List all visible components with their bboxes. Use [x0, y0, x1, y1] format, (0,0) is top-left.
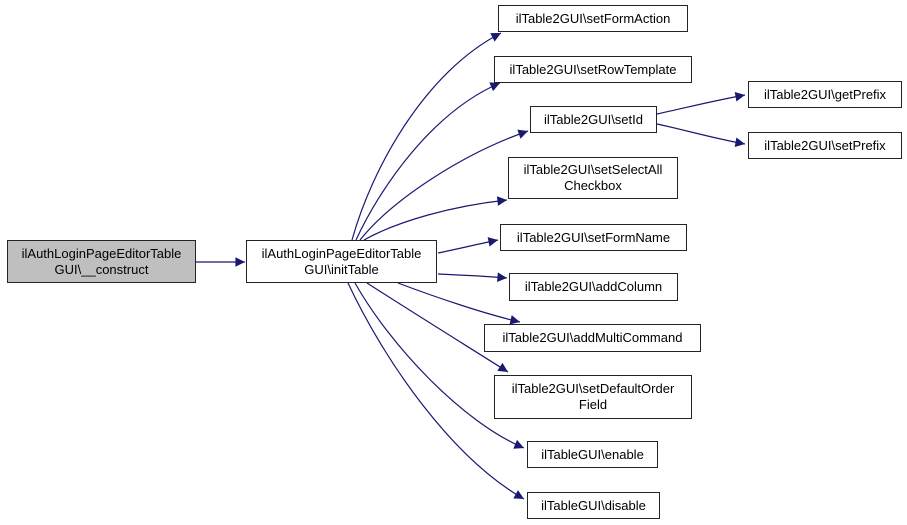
edge-inittable-setid	[359, 129, 529, 241]
node-iltable2gui-setprefix[interactable]: ilTable2GUI\setPrefix	[748, 132, 902, 159]
node-iltable2gui-getprefix[interactable]: ilTable2GUI\getPrefix	[748, 81, 902, 108]
edge-inittable-addmulticommand	[397, 282, 521, 325]
edge-setid-getprefix	[656, 91, 746, 115]
edge-setid-setprefix	[656, 123, 746, 148]
node-iltable2gui-addcolumn[interactable]: ilTable2GUI\addColumn	[509, 273, 678, 301]
node-iltable2gui-setformaction[interactable]: ilTable2GUI\setFormAction	[498, 5, 688, 32]
edge-inittable-setselectallcheckbox	[363, 196, 508, 241]
node-ilauthloginpageeditortablegui-construct: ilAuthLoginPageEditorTable GUI\__constru…	[7, 240, 196, 283]
node-iltable2gui-setrowtemplate[interactable]: ilTable2GUI\setRowTemplate	[494, 56, 692, 83]
node-iltablegui-enable[interactable]: ilTableGUI\enable	[527, 441, 658, 468]
node-iltable2gui-setselectallcheckbox[interactable]: ilTable2GUI\setSelectAll Checkbox	[508, 157, 678, 199]
edge-inittable-setformname	[437, 237, 499, 254]
edge-inittable-setrowtemplate	[355, 82, 501, 241]
edge-inittable-setformaction	[351, 32, 502, 241]
node-iltable2gui-setdefaultorderfield[interactable]: ilTable2GUI\setDefaultOrder Field	[494, 375, 692, 419]
node-ilauthloginpageeditortablegui-inittable[interactable]: ilAuthLoginPageEditorTable GUI\initTable	[246, 240, 437, 283]
node-iltable2gui-setid[interactable]: ilTable2GUI\setId	[530, 106, 657, 133]
node-iltable2gui-addmulticommand[interactable]: ilTable2GUI\addMultiCommand	[484, 324, 701, 352]
node-iltablegui-disable[interactable]: ilTableGUI\disable	[527, 492, 660, 519]
edge-inittable-addcolumn	[437, 272, 508, 282]
node-iltable2gui-setformname[interactable]: ilTable2GUI\setFormName	[500, 224, 687, 251]
edge-inittable-enable	[354, 282, 525, 449]
edge-inittable-disable	[347, 282, 525, 500]
edge-inittable-setdefaultorderfield	[366, 282, 509, 373]
